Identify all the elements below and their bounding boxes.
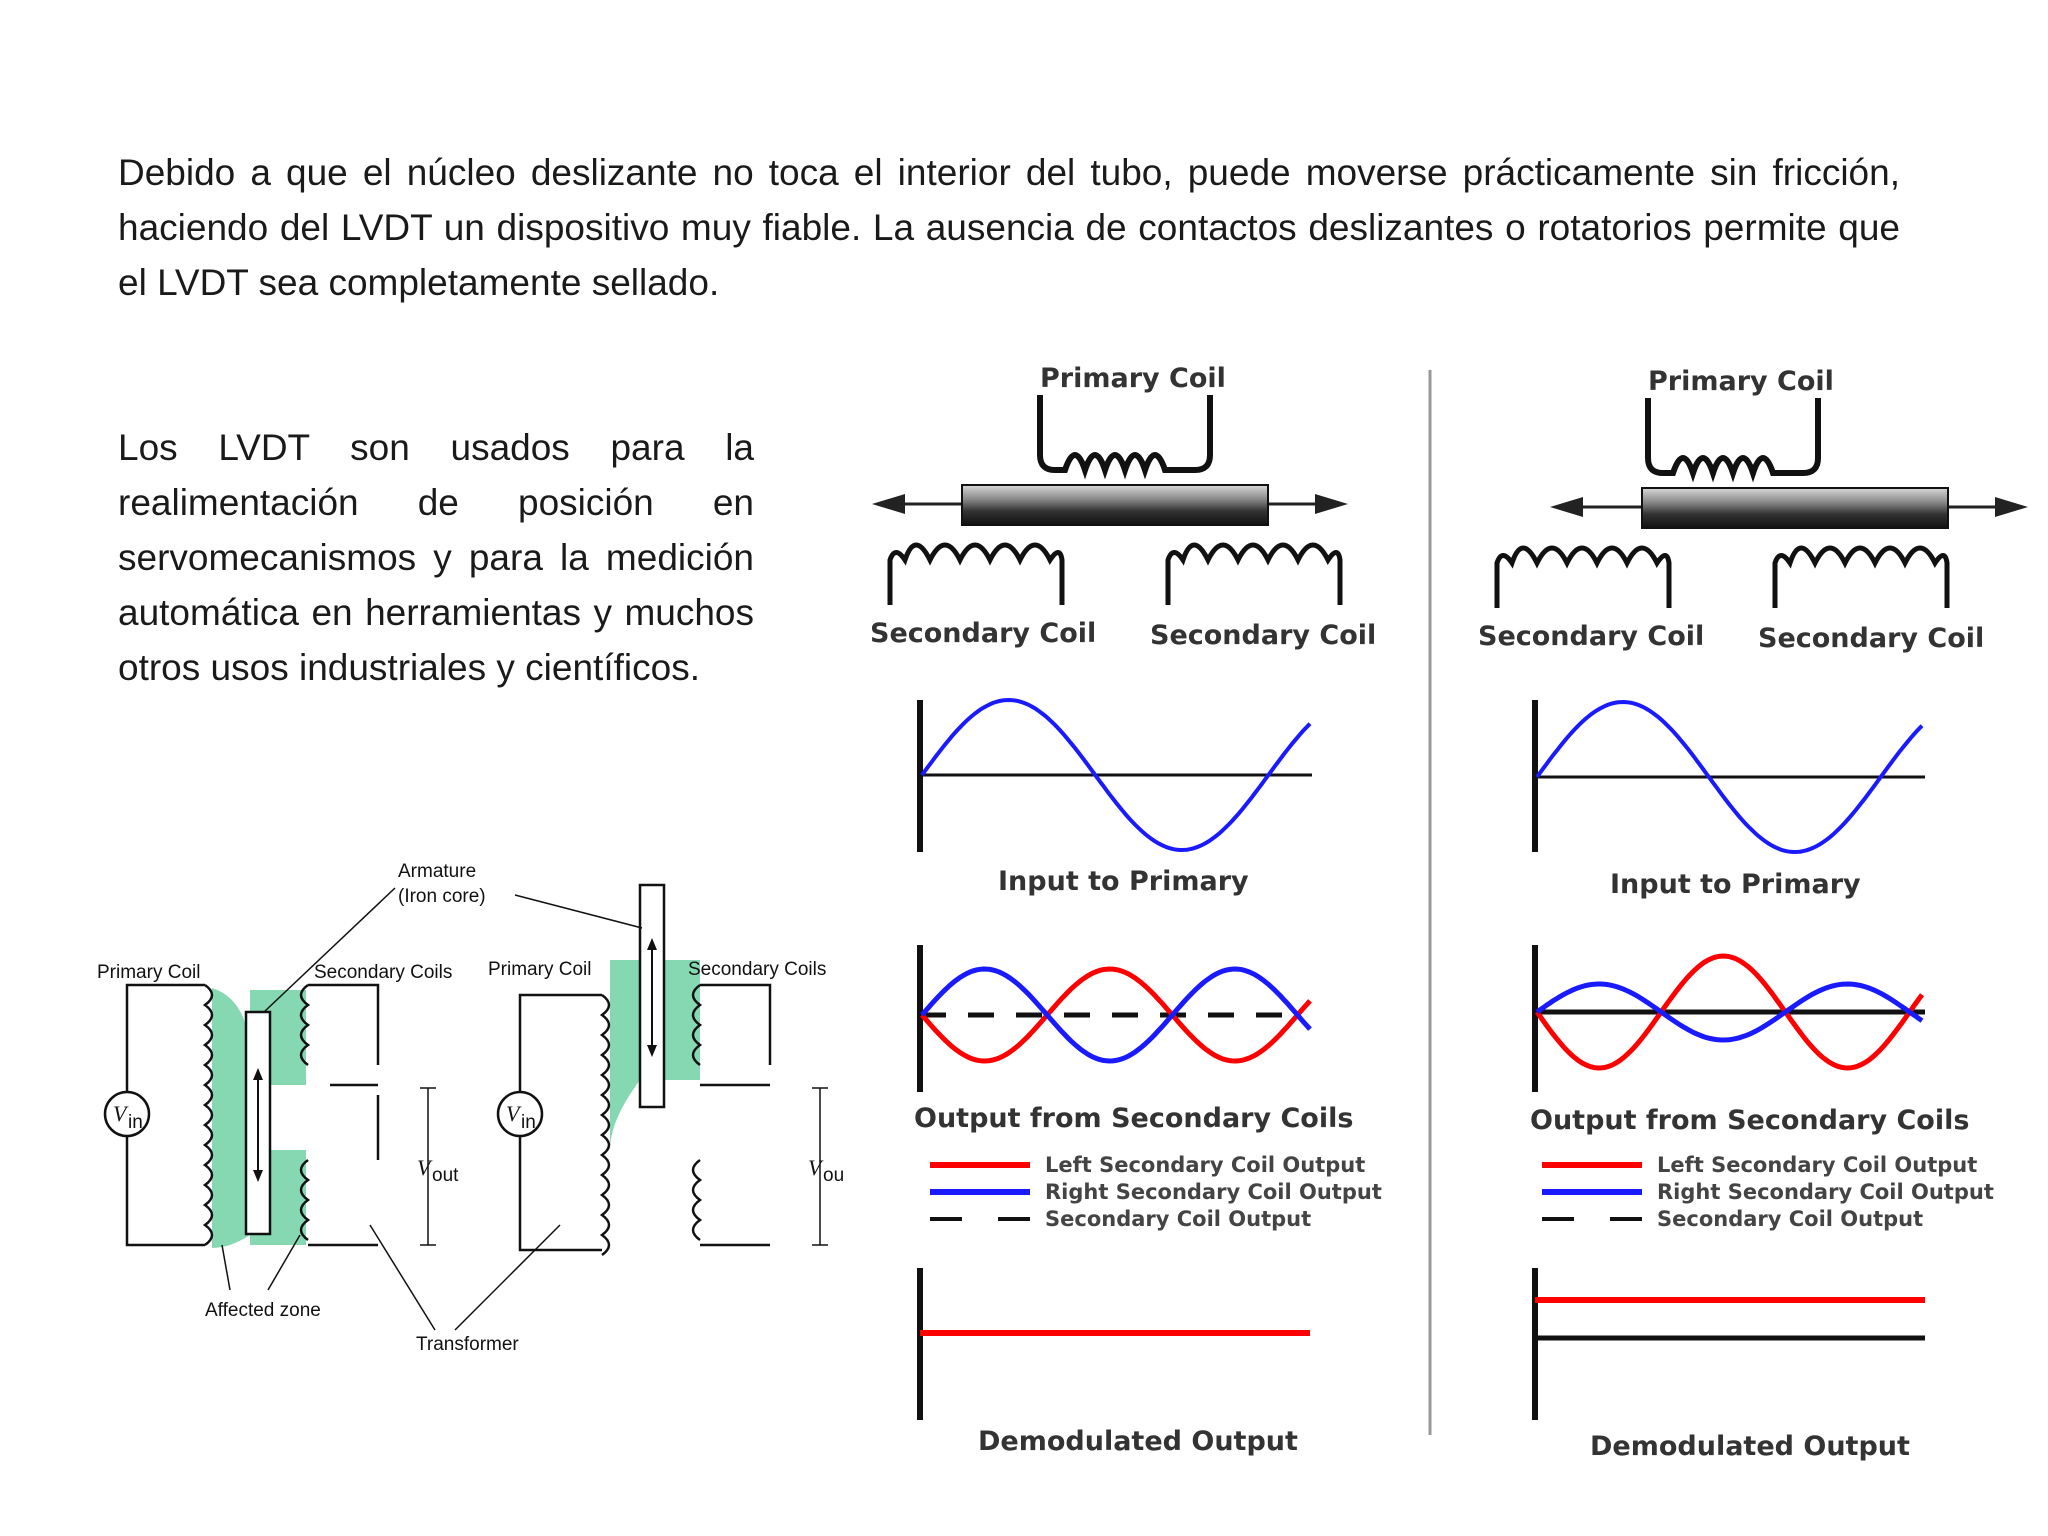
lvdt-right-panel: Primary Coil Secondary Coil Secondary Co… xyxy=(1478,366,2028,1462)
legend-item-secondary: Secondary Coil Output xyxy=(1045,1207,1311,1231)
arrow-left xyxy=(872,494,905,514)
vin-symbol-right: V xyxy=(506,1101,522,1126)
iron-core-label: (Iron core) xyxy=(398,886,486,907)
input-label: Input to Primary xyxy=(1610,869,1861,900)
legend-item-secondary: Secondary Coil Output xyxy=(1657,1207,1923,1231)
legend-item-right: Right Secondary Coil Output xyxy=(1045,1180,1382,1204)
input-label: Input to Primary xyxy=(998,866,1249,897)
iron-core-rod xyxy=(1641,487,1949,529)
uses-paragraph: Los LVDT son usados para la realimentaci… xyxy=(118,427,754,688)
primary-coil-label-right: Primary Coil xyxy=(488,959,591,980)
vin-symbol-left: V xyxy=(113,1101,129,1126)
secondary-coil-left-symbol xyxy=(887,542,1065,605)
secondary-coil-right-symbol xyxy=(1772,545,1950,608)
primary-coil-label: Primary Coil xyxy=(1648,366,1834,397)
armature-label: Armature xyxy=(398,861,476,882)
secondary-coil-right-symbol xyxy=(1165,542,1343,605)
secondary-coils-label-right: Secondary Coils xyxy=(688,959,826,980)
output-label: Output from Secondary Coils xyxy=(914,1103,1353,1134)
vin-sub-right: in xyxy=(521,1112,536,1133)
demod-label: Demodulated Output xyxy=(978,1426,1298,1457)
secondary-coil-left-symbol xyxy=(1494,545,1672,608)
transformer-label: Transformer xyxy=(416,1334,519,1355)
right-secondary-wave xyxy=(1535,981,1924,1043)
secondary-coil-left-label: Secondary Coil xyxy=(870,618,1096,649)
primary-coil-label: Primary Coil xyxy=(1040,363,1226,394)
demod-label: Demodulated Output xyxy=(1590,1431,1910,1462)
legend-item-left: Left Secondary Coil Output xyxy=(1657,1153,1977,1177)
arrow-right xyxy=(1995,497,2028,517)
right-secondary-wave xyxy=(920,966,1312,1064)
transformer-diagram: V in V out V in xyxy=(97,861,844,1355)
legend-item-left: Left Secondary Coil Output xyxy=(1045,1153,1365,1177)
vin-source-right xyxy=(496,1090,544,1138)
intro-paragraph: Debido a que el núcleo deslizante no toc… xyxy=(118,152,1900,303)
affected-zone-label: Affected zone xyxy=(205,1300,321,1321)
lvdt-left-panel: Primary Coil Secondary Coil Secondary Co… xyxy=(870,363,1382,1457)
vout-sub-right: ou xyxy=(823,1165,844,1186)
vout-symbol-right: V xyxy=(808,1155,824,1180)
secondary-coils-label-left: Secondary Coils xyxy=(314,962,452,983)
primary-coil-left-symbol xyxy=(202,983,214,1247)
input-sine-wave xyxy=(1535,699,1924,855)
left-secondary-wave xyxy=(920,966,1312,1064)
affected-zone-primary xyxy=(212,988,250,1248)
iron-core-rod xyxy=(961,484,1269,526)
arrow-left xyxy=(1550,497,1583,517)
vout-symbol-left: V xyxy=(417,1155,433,1180)
input-sine-wave xyxy=(920,697,1312,853)
vin-source-left xyxy=(103,1090,151,1138)
arrow-right xyxy=(1315,494,1348,514)
left-secondary-wave xyxy=(1534,953,1925,1071)
output-label: Output from Secondary Coils xyxy=(1530,1105,1969,1136)
primary-coil-label-left: Primary Coil xyxy=(97,962,200,983)
vout-sub-left: out xyxy=(432,1165,459,1186)
secondary-coil-right-label: Secondary Coil xyxy=(1758,623,1984,654)
primary-coil-symbol xyxy=(1645,398,1821,483)
vin-sub-left: in xyxy=(128,1112,143,1133)
secondary-coil-left-label: Secondary Coil xyxy=(1478,621,1704,652)
primary-coil-symbol xyxy=(1037,395,1213,480)
secondary-coil-right-label: Secondary Coil xyxy=(1150,620,1376,651)
legend-item-right: Right Secondary Coil Output xyxy=(1657,1180,1994,1204)
